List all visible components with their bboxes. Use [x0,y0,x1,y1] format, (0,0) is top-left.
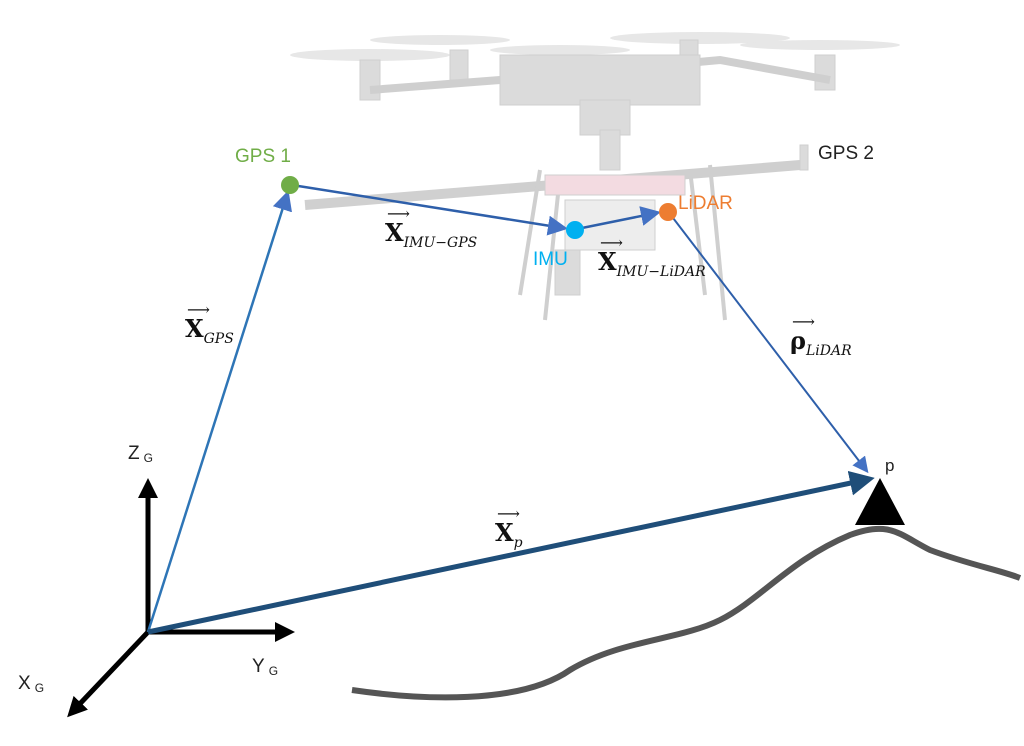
vec-subscript: GPS [203,330,234,347]
x-axis-sub: G [34,681,45,695]
y-axis-sub: G [268,664,279,678]
x-axis-arrow [67,630,150,718]
imu-label: IMU [533,249,568,270]
vec-subscript: p [513,534,523,551]
gps1-label: GPS 1 [235,146,291,167]
vector-x-gps [146,190,292,633]
terrain-line [351,525,1022,701]
vec-symbol: X [598,247,617,276]
vec-symbol: X [385,218,404,247]
label-x-imu-lidar: ⟶XIMU−LiDAR [598,233,706,280]
vector-x-imu-lidar [576,206,661,231]
point-p-marker [855,478,905,525]
vec-subscript: IMU−GPS [403,234,478,251]
point-p-label: p [885,456,895,475]
drone-image [290,32,900,321]
vec-subscript: LiDAR [805,342,852,359]
vec-symbol: X [185,314,204,343]
label-x-p: ⟶Xp [495,504,523,551]
label-x-imu-gps: ⟶XIMU−GPS [385,204,478,251]
z-axis-letter: Z [128,443,140,464]
label-rho-lidar: ⟶ρLiDAR [790,312,852,359]
lidar-label: LiDAR [678,193,733,214]
vec-subscript: IMU−LiDAR [616,263,706,280]
vector-x-p [147,470,875,635]
lidar-dot [659,203,677,221]
vec-symbol: ρ [790,326,806,355]
gps2-label: GPS 2 [818,143,874,164]
y-axis-letter: Y [252,656,265,677]
vec-symbol: X [495,518,514,547]
vector-x-imu-gps [291,183,568,236]
gps1-dot [281,176,299,194]
label-x-gps: ⟶XGPS [185,300,234,347]
imu-dot [566,221,584,239]
z-axis-sub: G [143,451,153,465]
x-axis-letter: X [18,673,31,694]
vector-rho-lidar [669,213,869,474]
